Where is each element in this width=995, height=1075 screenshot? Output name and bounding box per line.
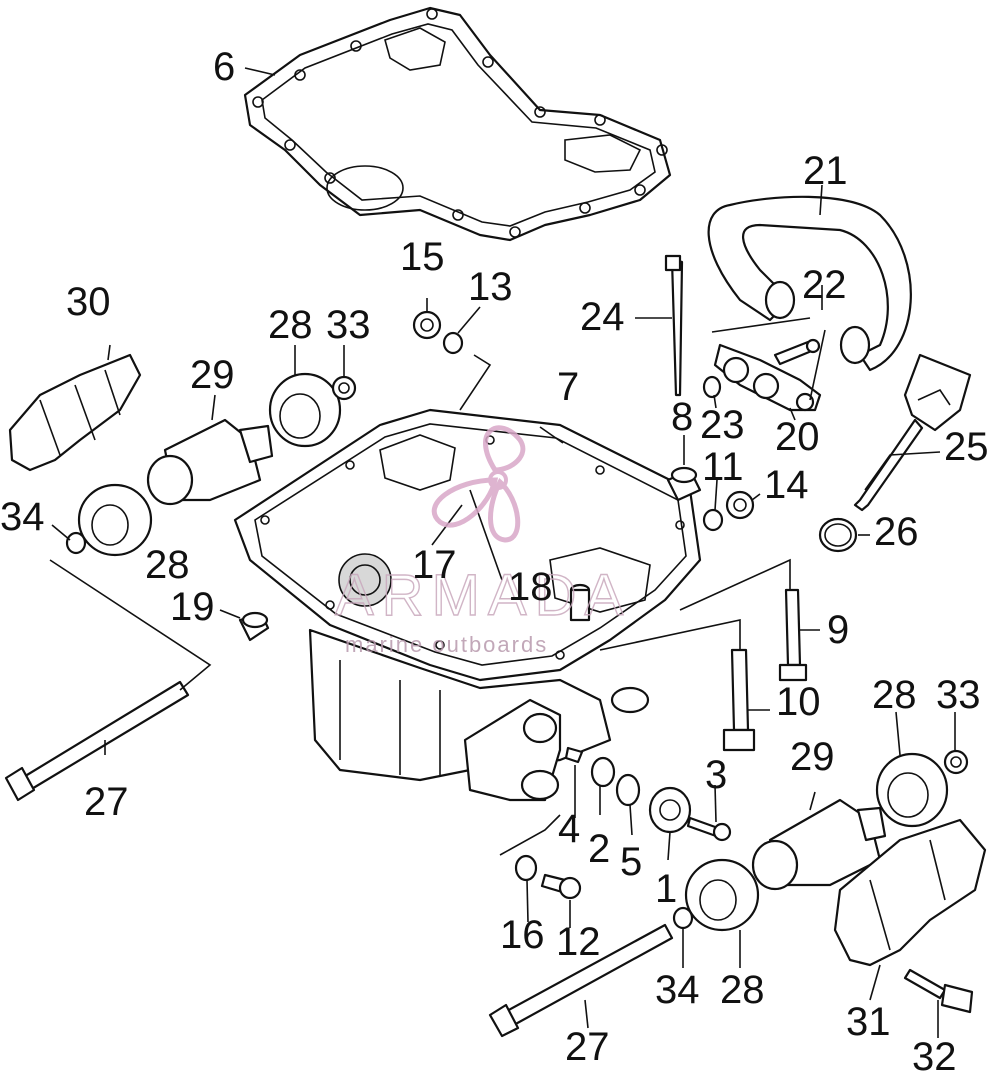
screw-part-4 [564,746,584,764]
callout-30: 30 [66,280,111,324]
callout-20: 20 [775,415,820,459]
callout-28d: 28 [720,968,765,1012]
callout-2: 2 [588,827,610,871]
callout-11: 11 [702,445,744,489]
plug-part-8 [666,466,702,502]
washer-part-11 [702,508,724,532]
callout-32: 32 [912,1035,957,1075]
callout-22: 22 [802,263,847,307]
bolt-part-27a [4,680,190,802]
callout-17: 17 [412,543,457,587]
damper-part-28b [77,483,153,557]
callout-13: 13 [468,265,513,309]
gasket-part-5 [615,773,641,807]
bolt-part-9 [778,588,808,682]
plug-part-19 [238,611,270,642]
propeller-logo [431,425,526,543]
brand-watermark: ARMADA marine outboards [334,425,631,657]
nut-part-33b [943,749,969,775]
callout-8: 8 [671,395,693,439]
mount-bracket-part-31 [833,818,987,967]
callout-27a: 27 [84,780,129,824]
bolt-part-32 [903,968,974,1014]
bolt-part-12 [540,873,582,900]
plug-part-18 [569,583,591,622]
watermark-brand: ARMADA [335,563,631,628]
damper-part-28d [684,858,760,932]
watermark-tagline: marine outboards [345,632,548,657]
nut-part-33a [331,375,357,401]
washer-part-34a [65,531,87,555]
callout-23: 23 [700,403,745,447]
hose-part-21 [707,195,912,372]
plug-part-15 [412,310,442,340]
callout-29b: 29 [790,735,835,779]
callout-29a: 29 [190,353,235,397]
washer-part-34b [672,906,694,930]
callout-16: 16 [500,913,545,957]
callout-19: 19 [170,585,215,629]
fitting-assembly-part-20 [702,317,826,412]
callout-21: 21 [803,149,848,193]
thermostat-cover-part-1 [648,786,692,834]
bolt-part-27b [488,923,674,1038]
callout-9: 9 [827,608,849,652]
washer-part-16 [514,854,538,882]
callout-15: 15 [400,235,445,279]
callout-34a: 34 [0,495,45,539]
bolt-part-3 [686,816,732,842]
gasket-part-6 [243,6,672,242]
bolt-part-14 [725,490,755,520]
callout-14: 14 [764,463,809,507]
callout-28a: 28 [268,303,313,347]
callout-28c: 28 [872,673,917,717]
callout-10: 10 [776,680,821,724]
cable-tie-part-24 [664,254,684,397]
callout-33b: 33 [936,673,981,717]
bolt-part-10 [722,648,756,752]
callout-6: 6 [213,45,235,89]
callout-24: 24 [580,295,625,339]
rubber-mount-part-29b [751,798,887,891]
collar-part-2 [590,756,616,788]
callout-33a: 33 [326,303,371,347]
damper-part-28a [268,372,342,448]
callout-26: 26 [874,510,919,554]
callout-12: 12 [556,920,601,964]
washer-part-13 [442,331,464,355]
callout-27b: 27 [565,1025,610,1069]
callout-3: 3 [705,753,727,797]
callout-1: 1 [655,867,677,911]
callout-34b: 34 [655,968,700,1012]
callout-28b: 28 [145,543,190,587]
callout-25: 25 [944,425,989,469]
callout-7: 7 [557,365,579,409]
callout-31: 31 [846,1000,891,1044]
callout-4: 4 [558,807,580,851]
mount-bracket-part-30 [8,353,142,472]
damper-part-28c [875,752,949,828]
rubber-mount-part-29a [146,418,274,506]
dipstick-part-25 [853,353,972,512]
callout-18: 18 [508,565,553,609]
callout-labels: 6 7 15 13 24 21 22 23 20 25 8 11 14 26 9… [0,45,989,1075]
callout-5: 5 [620,840,642,884]
